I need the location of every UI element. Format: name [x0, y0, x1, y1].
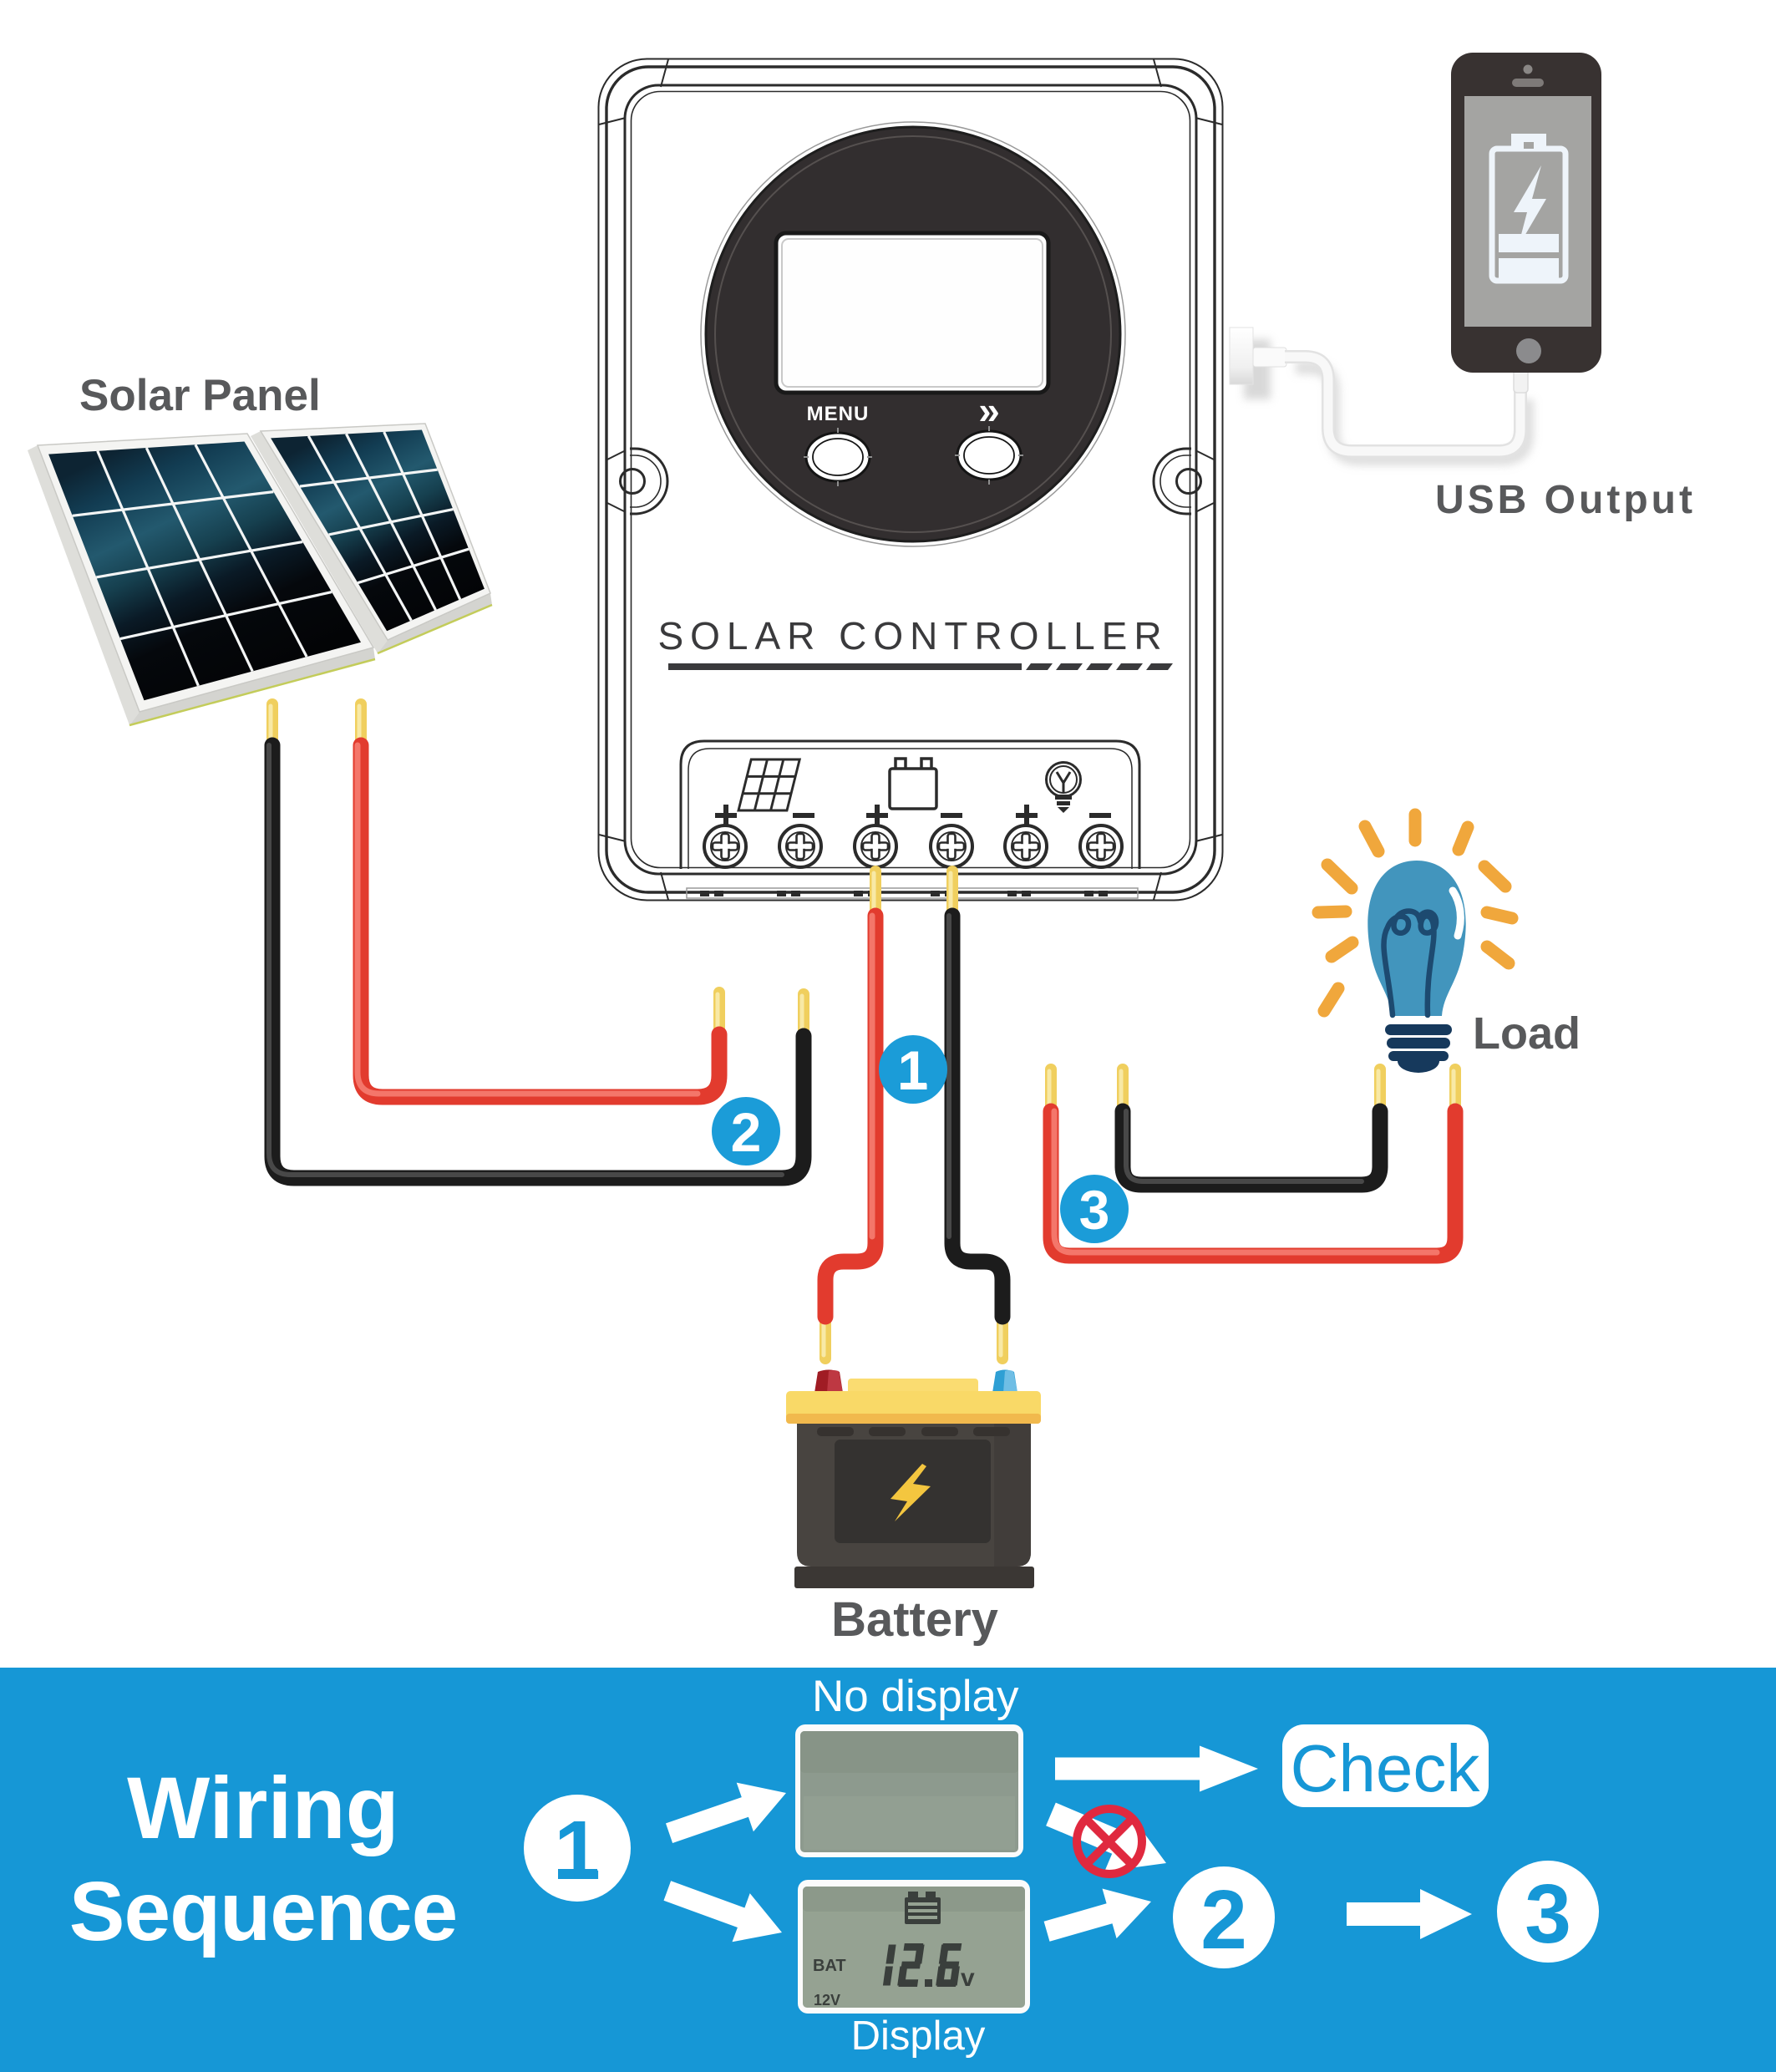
- svg-text:Check: Check: [1291, 1731, 1481, 1805]
- svg-text:12V: 12V: [814, 1992, 840, 2009]
- svg-text:Wiring: Wiring: [127, 1760, 399, 1857]
- svg-text:»: »: [978, 388, 1000, 432]
- svg-text:2: 2: [731, 1101, 762, 1163]
- svg-text:Battery: Battery: [831, 1592, 998, 1647]
- svg-text:2: 2: [1200, 1873, 1247, 1967]
- svg-text:3: 3: [1079, 1179, 1110, 1241]
- svg-text:Display: Display: [851, 2014, 986, 2059]
- svg-text:1: 1: [898, 1039, 929, 1101]
- svg-text:v: v: [961, 1964, 975, 1992]
- svg-text:USB Output: USB Output: [1435, 478, 1696, 522]
- svg-text:1: 1: [554, 1804, 601, 1897]
- svg-text:Solar Panel: Solar Panel: [79, 371, 321, 420]
- svg-text:No display: No display: [812, 1672, 1019, 1721]
- svg-text:3: 3: [1525, 1867, 1571, 1961]
- svg-text:Load: Load: [1473, 1008, 1581, 1059]
- svg-text:SOLAR CONTROLLER: SOLAR CONTROLLER: [657, 614, 1168, 658]
- svg-text:BAT: BAT: [813, 1957, 846, 1975]
- svg-text:Sequence: Sequence: [69, 1865, 457, 1958]
- svg-text:MENU: MENU: [807, 403, 870, 425]
